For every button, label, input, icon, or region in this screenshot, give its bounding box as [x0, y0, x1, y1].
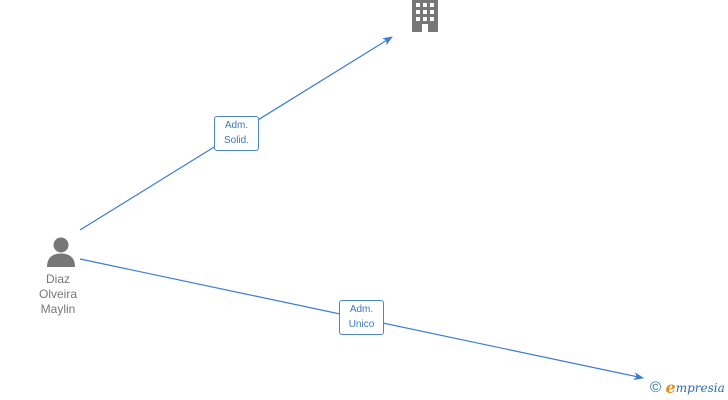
person-name-line: Olveira: [38, 287, 77, 301]
brand-logo-initial: e: [665, 378, 676, 397]
edge-label-adm-unico: Adm. Unico: [339, 300, 384, 335]
edge-label-line: Adm.: [224, 120, 249, 131]
person-name-line: Maylin: [40, 302, 76, 316]
person-icon[interactable]: [45, 237, 77, 267]
person-name-line: Diaz: [45, 272, 70, 286]
copyright-icon: ©: [650, 379, 662, 396]
brand-logo: © empresia: [650, 378, 728, 398]
edge-label-line: Adm.: [349, 304, 374, 315]
building-icon[interactable]: [409, 0, 441, 32]
edge-label-adm-solid: Adm. Solid.: [214, 116, 259, 151]
edge-label-line: Solid.: [223, 135, 249, 146]
person-name[interactable]: Diaz Olveira Maylin: [18, 272, 98, 317]
brand-logo-text: mpresia: [675, 381, 725, 395]
edge-label-line: Unico: [348, 319, 375, 330]
